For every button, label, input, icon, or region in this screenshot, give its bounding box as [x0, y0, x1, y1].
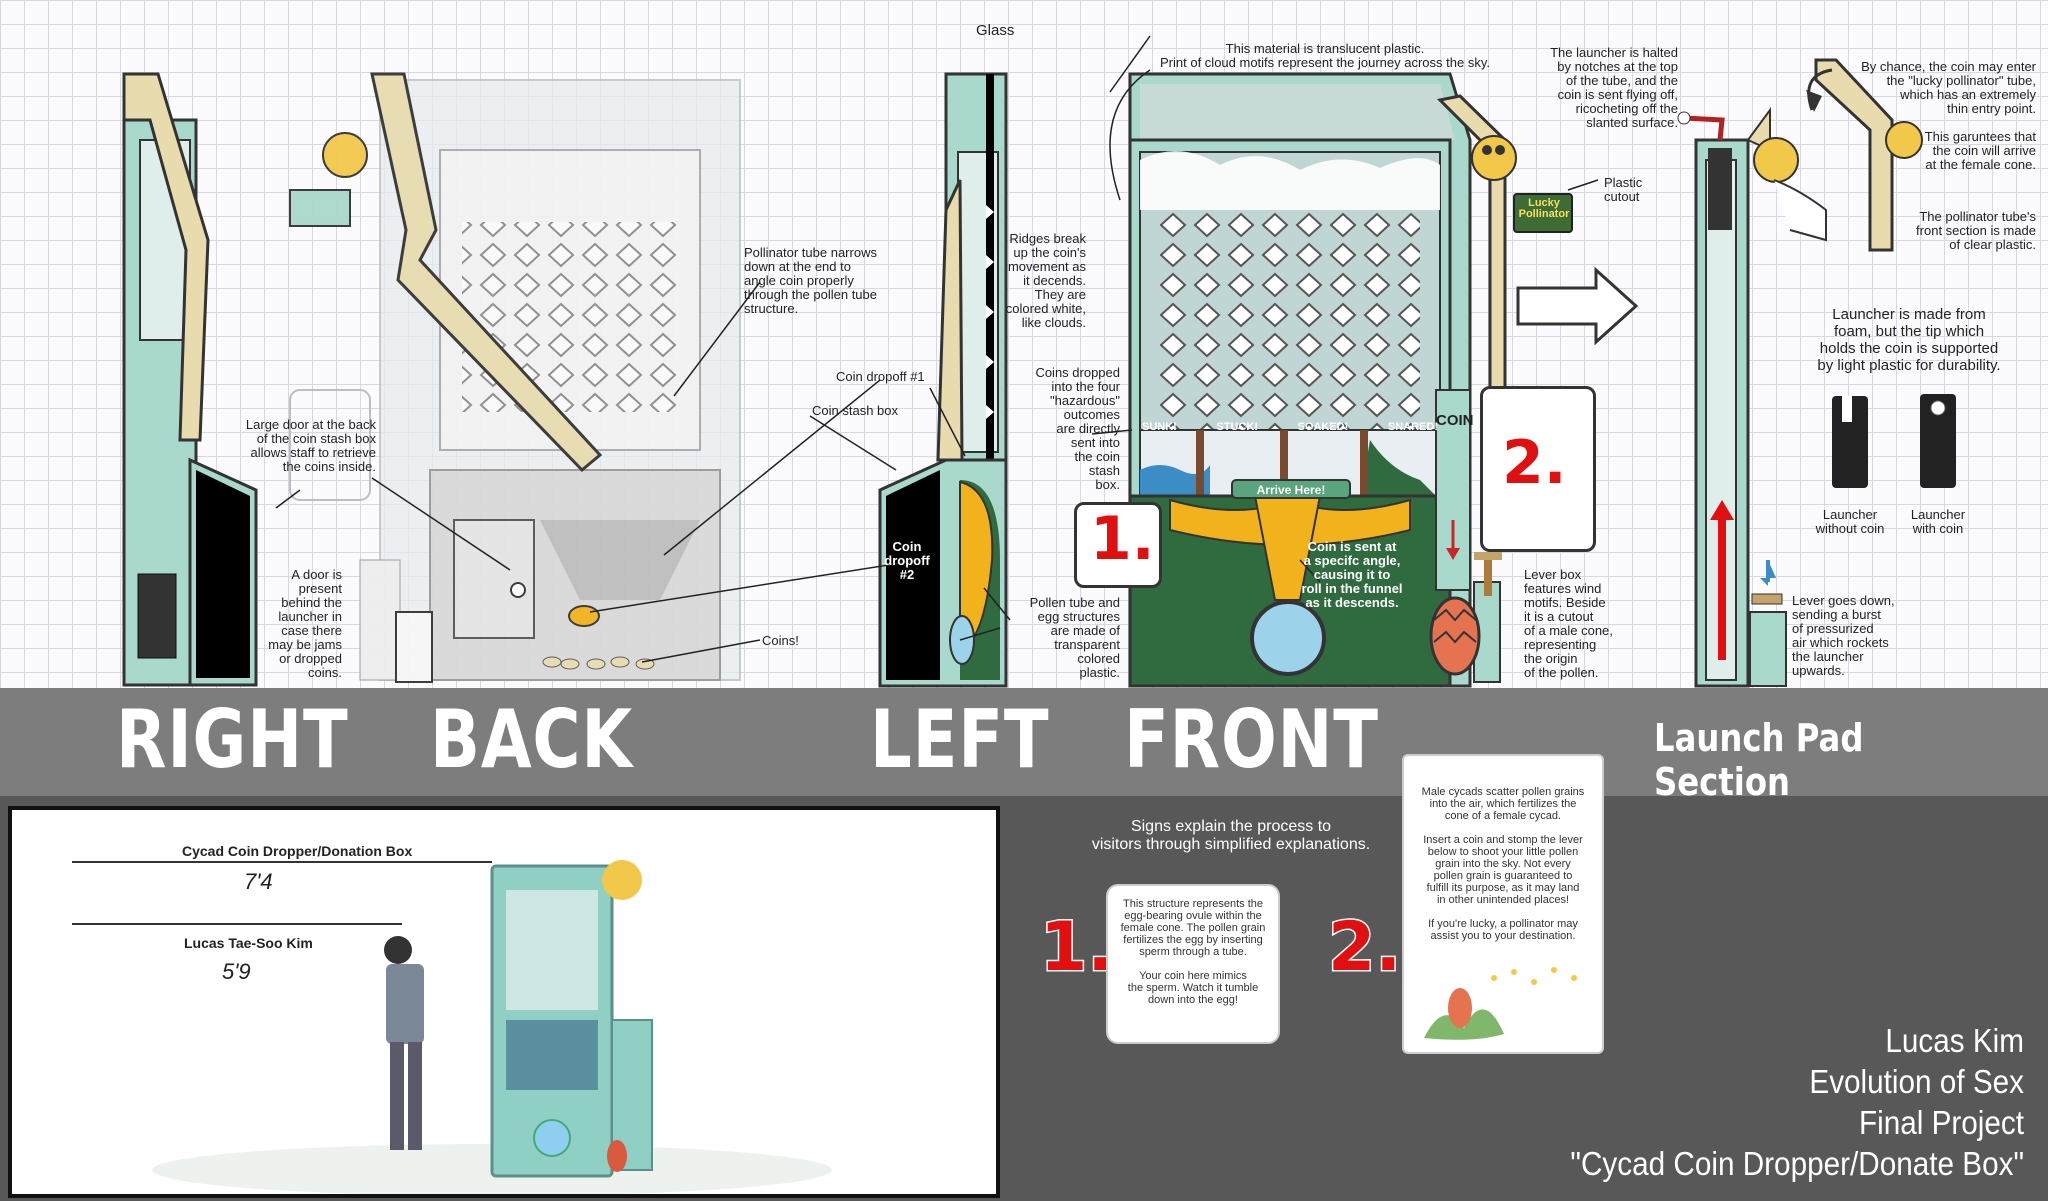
- arrive-here-text: Arrive Here!: [1257, 483, 1326, 497]
- back-view-drawing: [289, 72, 741, 683]
- callout-number-1: 1.: [1089, 503, 1157, 576]
- coins-note: Coins!: [762, 633, 799, 648]
- sign-number-2: 2.: [1326, 907, 1402, 989]
- blueprint-drawings: Arrive Here!: [122, 35, 1956, 688]
- door-present-note: A door is present behind the launcher in…: [268, 567, 342, 680]
- launcher-without-label: Launcher without coin: [1815, 507, 1885, 536]
- scale-item1-label: Cycad Coin Dropper/Donation Box: [182, 843, 413, 859]
- foam-note: Launcher is made from foam, but the tip …: [1817, 306, 2001, 374]
- sign-1-card: This structure represents the egg-bearin…: [1108, 886, 1278, 1042]
- left-view-drawing: [878, 72, 1008, 688]
- coin-dropoff-2-note: Coin dropoff #2: [884, 539, 930, 582]
- scale-item2-height: 5'9: [222, 959, 251, 984]
- lucky-pollinator-sign: Lucky Pollinator: [1518, 197, 1570, 220]
- view-label-right: RIGHT: [116, 693, 349, 786]
- right-arrow-icon: [1516, 266, 1639, 346]
- launcher-with-label: Launcher with coin: [1910, 507, 1966, 536]
- front-section-note: The pollinator tube's front section is m…: [1916, 209, 2036, 252]
- plastic-cutout-note: Plastic cutout: [1604, 175, 1643, 204]
- large-door-note: Large door at the back of the coin stash…: [245, 417, 376, 474]
- view-label-back: BACK: [430, 693, 634, 786]
- credits-block: Lucas Kim Evolution of Sex Final Project…: [1570, 1022, 2024, 1182]
- view-label-left: LEFT: [870, 693, 1050, 786]
- sign-number-1: 1.: [1038, 907, 1114, 989]
- coin-sent-note: Coin is sent at a specifc angle, causing…: [1301, 539, 1403, 610]
- coin-vertical-label: COIN: [1436, 412, 1474, 429]
- outcome-soaked: SOAKED!: [1297, 421, 1349, 433]
- scale-render-drawing: [72, 860, 832, 1196]
- ridges-note: Ridges break up the coin's movement as i…: [1005, 231, 1086, 330]
- front-view-drawing: Arrive Here!: [1128, 72, 1573, 688]
- right-view-drawing: [122, 72, 258, 687]
- scale-item2-label: Lucas Tae-Soo Kim: [184, 935, 313, 951]
- pollinator-narrows-note: Pollinator tube narrows down at the end …: [744, 245, 877, 316]
- lever-box-note: Lever box features wind motifs. Beside i…: [1524, 567, 1613, 680]
- sign-2-card: Male cycads scatter pollen grains into t…: [1404, 756, 1602, 1052]
- outcomes-row: SUNK! STUCK! SOAKED! SNARED!: [1142, 420, 1438, 434]
- scale-item1-height: 7'4: [244, 869, 273, 894]
- outcome-stuck: STUCK!: [1216, 421, 1258, 433]
- sign-2-cone-illustration: [1424, 967, 1577, 1040]
- glass-label: Glass: [976, 22, 1015, 39]
- guarantees-note: This garuntees that the coin will arrive…: [1924, 129, 2036, 172]
- callout-box-1: [1074, 502, 1162, 588]
- launch-pad-drawing: [1677, 58, 1956, 688]
- coins-dropped-note: Coins dropped into the four "hazardous" …: [1035, 365, 1120, 492]
- translucent-note: This material is translucent plastic. Pr…: [1160, 41, 1490, 70]
- lever-down-note: Lever goes down, sending a burst of pres…: [1792, 593, 1895, 678]
- scale-render-panel: Cycad Coin Dropper/Donation Box 7'4 Luca…: [8, 806, 1000, 1198]
- outcome-snared: SNARED!: [1387, 421, 1438, 433]
- view-label-front: FRONT: [1124, 693, 1379, 786]
- sign-2-text: Male cycads scatter pollen grains into t…: [1421, 786, 1585, 942]
- signs-intro: Signs explain the process to visitors th…: [1091, 818, 1371, 853]
- coin-stash-box-note: Coin stash box: [812, 403, 898, 418]
- callout-box-2: [1480, 386, 1596, 552]
- view-label-band: [0, 688, 2048, 796]
- launcher-halted-note: The launcher is halted by notches at the…: [1550, 45, 1678, 130]
- outcome-sunk: SUNK!: [1142, 421, 1177, 433]
- launch-pad-section-label: Launch Pad Section: [1654, 716, 1864, 804]
- callout-number-2: 2.: [1501, 427, 1569, 500]
- coin-dropoff-1-note: Coin dropoff #1: [836, 369, 925, 384]
- by-chance-note: By chance, the coin may enter the "lucky…: [1861, 59, 2036, 116]
- pollen-tube-note: Pollen tube and egg structures are made …: [1029, 595, 1120, 680]
